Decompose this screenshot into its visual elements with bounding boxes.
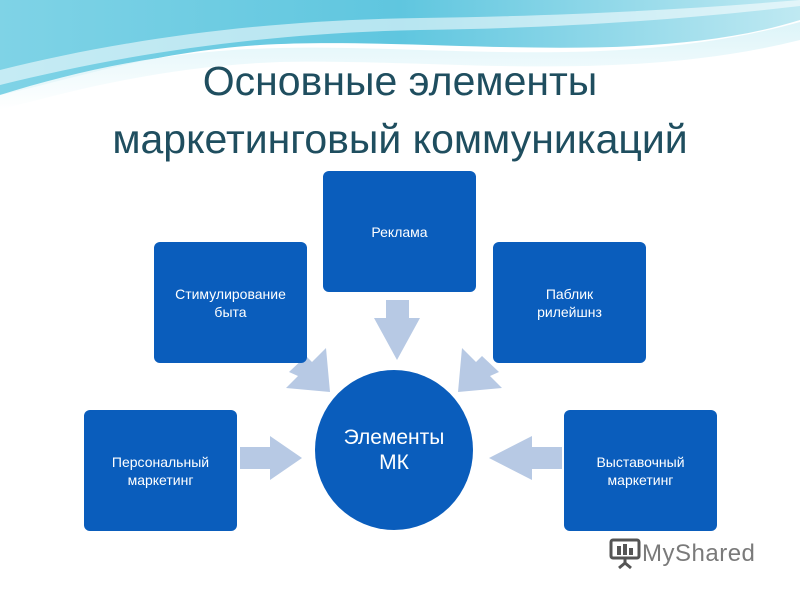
header-wave-decoration: [0, 0, 800, 110]
arrow-advertising-to-center: [374, 300, 420, 360]
arrow-personal-to-center: [240, 436, 302, 480]
node-public-relations: Паблик рилейшнз: [493, 242, 646, 363]
node-sales-promotion: Стимулирование быта: [154, 242, 307, 363]
node-personal-marketing: Персональный маркетинг: [84, 410, 237, 531]
watermark-logo: MyShared: [608, 538, 755, 570]
presentation-board-icon: [609, 538, 641, 570]
node-advertising: Реклама: [323, 171, 476, 292]
arrow-exhibition-to-center: [489, 436, 562, 480]
slide-title: Основные элементы маркетинговый коммуник…: [0, 52, 800, 168]
watermark-text: MyShared: [642, 540, 756, 567]
center-node: Элементы МК: [315, 370, 473, 530]
node-exhibition-marketing: Выставочный маркетинг: [564, 410, 717, 531]
slide-title-line-1: Основные элементы: [202, 58, 598, 104]
slide-title-line-2: маркетинговый коммуникаций: [112, 116, 688, 162]
